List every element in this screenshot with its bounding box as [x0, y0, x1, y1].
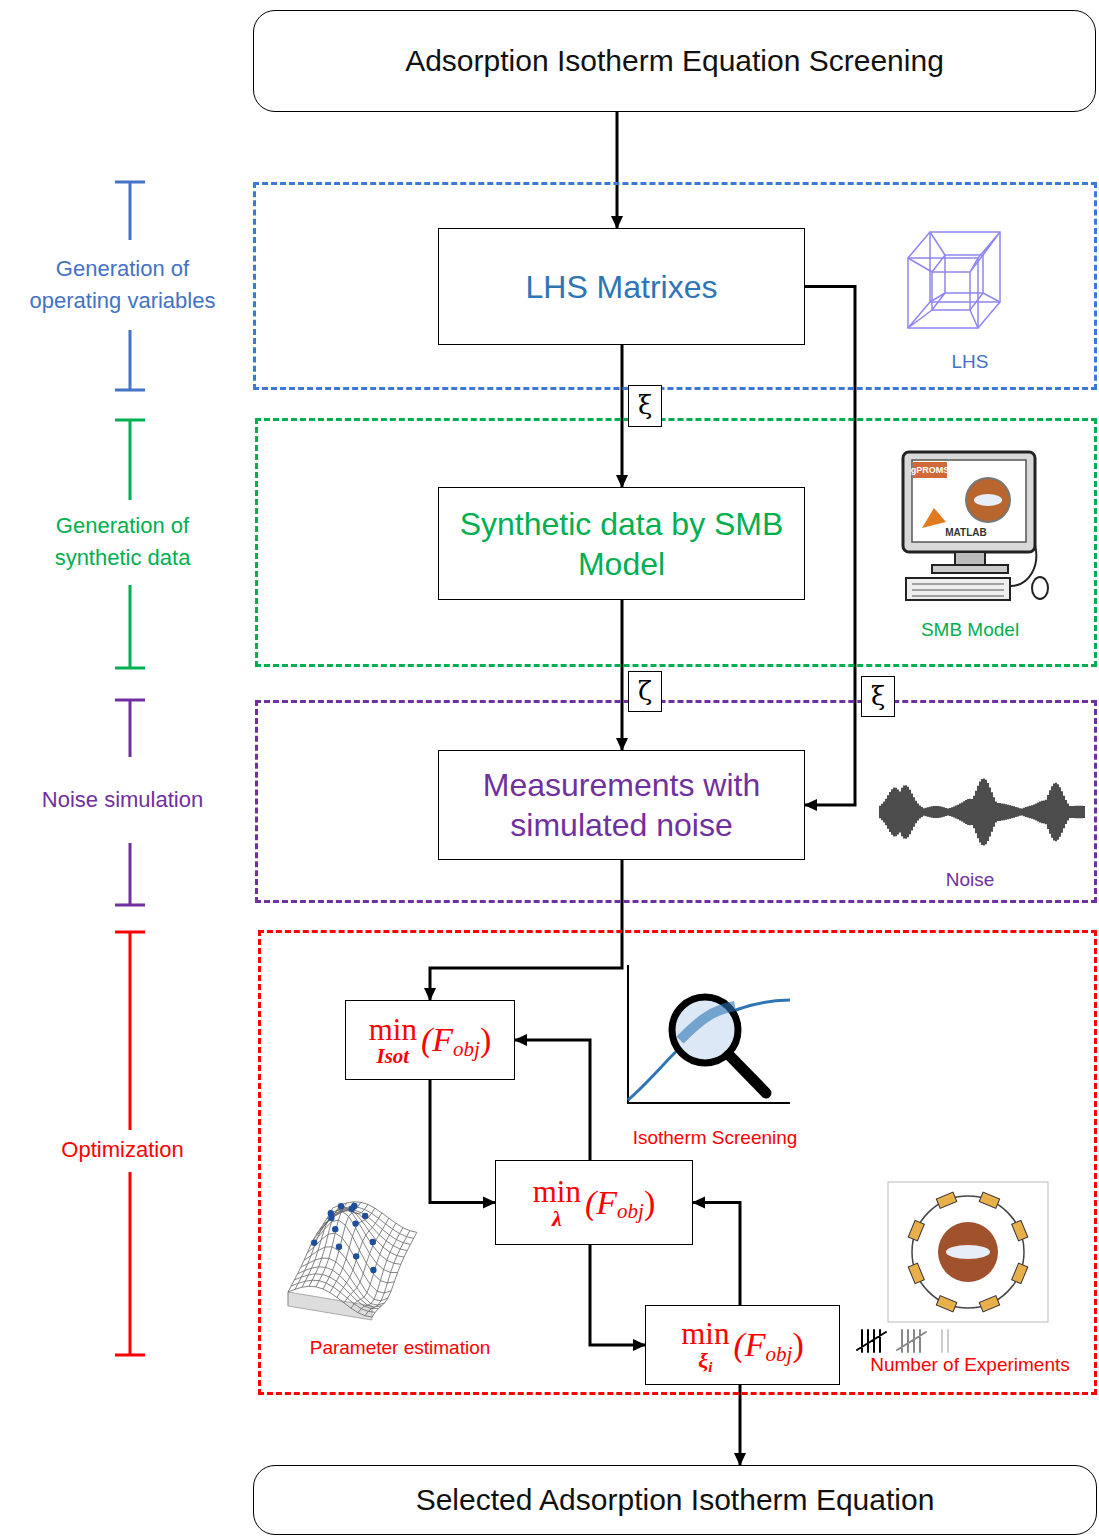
flow-arrow — [616, 112, 619, 228]
subscript-text: ξ — [698, 1350, 708, 1372]
min-text: min — [681, 1318, 729, 1349]
hypercube-icon — [908, 232, 1000, 328]
icon-text: MATLAB — [945, 527, 986, 538]
subscript-text: obj — [617, 1199, 644, 1224]
stage-label: Generation of operating variables — [10, 253, 235, 317]
min-text: min — [369, 1014, 417, 1045]
flow-arrow — [693, 1203, 740, 1306]
flow-arrow — [590, 1245, 645, 1345]
icon-caption: Number of Experiments — [870, 1354, 1070, 1376]
stage-region: Generation of synthetic dataSMB ModelSyn… — [255, 418, 1097, 667]
noise-waveform — [880, 778, 1084, 845]
icon-caption: SMB Model — [921, 619, 1019, 641]
subscript-text: i — [708, 1360, 712, 1375]
min-subscript: λ — [552, 1208, 562, 1230]
tally-icon — [857, 1330, 948, 1352]
isotherm-icon — [628, 965, 790, 1103]
icon-caption: Parameter estimation — [310, 1337, 491, 1359]
function-text: (F — [585, 1184, 617, 1222]
objective-box: minIsot(Fobj) — [345, 1000, 515, 1080]
stage-region: Noise simulationNoiseMeasurements with s… — [255, 700, 1097, 903]
min-subscript: Isot — [377, 1046, 410, 1067]
flow-arrow — [739, 1385, 742, 1465]
box-text: Adsorption Isotherm Equation Screening — [405, 44, 944, 78]
flow-arrow — [430, 1080, 495, 1203]
function-text: ) — [644, 1184, 655, 1222]
box-text: Synthetic data by SMB Model — [459, 504, 784, 584]
function-text: ) — [480, 1021, 491, 1059]
subscript-text: obj — [453, 1037, 480, 1062]
surface-icon — [288, 1202, 417, 1320]
process-box: Measurements with simulated noise — [438, 750, 805, 860]
subscript-text: obj — [766, 1342, 793, 1367]
min-operator: minξi — [681, 1318, 729, 1372]
box-text: LHS Matrixes — [525, 267, 717, 307]
variable-tag: ζ — [628, 671, 662, 712]
process-box: Synthetic data by SMB Model — [438, 487, 805, 600]
subscript-text: λ — [552, 1208, 562, 1230]
terminal-box: Adsorption Isotherm Equation Screening — [253, 10, 1096, 112]
icon-caption: Noise — [946, 869, 995, 891]
function-text: ) — [792, 1326, 803, 1364]
section-brackets — [115, 182, 145, 1355]
flow-arrow — [515, 1040, 590, 1160]
box-text: Selected Adsorption Isotherm Equation — [416, 1483, 935, 1517]
flow-arrow — [621, 600, 624, 750]
computer-icon — [903, 452, 1048, 600]
variable-tag: ξ — [628, 385, 662, 426]
subscript-text: Isot — [377, 1046, 410, 1067]
icon-text: gPROMS — [911, 465, 950, 475]
stage-label: Optimization — [10, 1134, 235, 1166]
variable-tag: ξ — [861, 676, 895, 717]
flow-arrow — [621, 345, 624, 487]
min-subscript: ξi — [698, 1350, 712, 1372]
function-text: (F — [421, 1021, 453, 1059]
smb-unit-icon — [888, 1182, 1048, 1322]
flow-arrow — [805, 287, 855, 806]
min-operator: minIsot — [369, 1014, 417, 1067]
min-text: min — [533, 1176, 581, 1207]
min-operator: minλ — [533, 1176, 581, 1230]
stage-label: Generation of synthetic data — [10, 510, 235, 574]
function-text: (F — [733, 1326, 765, 1364]
icon-caption: Isotherm Screening — [633, 1127, 798, 1149]
objective-box: minξi(Fobj) — [645, 1305, 840, 1385]
stage-label: Noise simulation — [10, 784, 235, 816]
stage-region: OptimizationIsotherm ScreeningParameter … — [258, 930, 1097, 1395]
objective-box: minλ(Fobj) — [495, 1160, 693, 1245]
terminal-box: Selected Adsorption Isotherm Equation — [253, 1465, 1097, 1535]
process-box: LHS Matrixes — [438, 228, 805, 345]
box-text: Measurements with simulated noise — [459, 765, 784, 845]
icon-caption: LHS — [952, 351, 989, 373]
stage-region: Generation of operating variablesLHSLHS … — [253, 182, 1097, 390]
